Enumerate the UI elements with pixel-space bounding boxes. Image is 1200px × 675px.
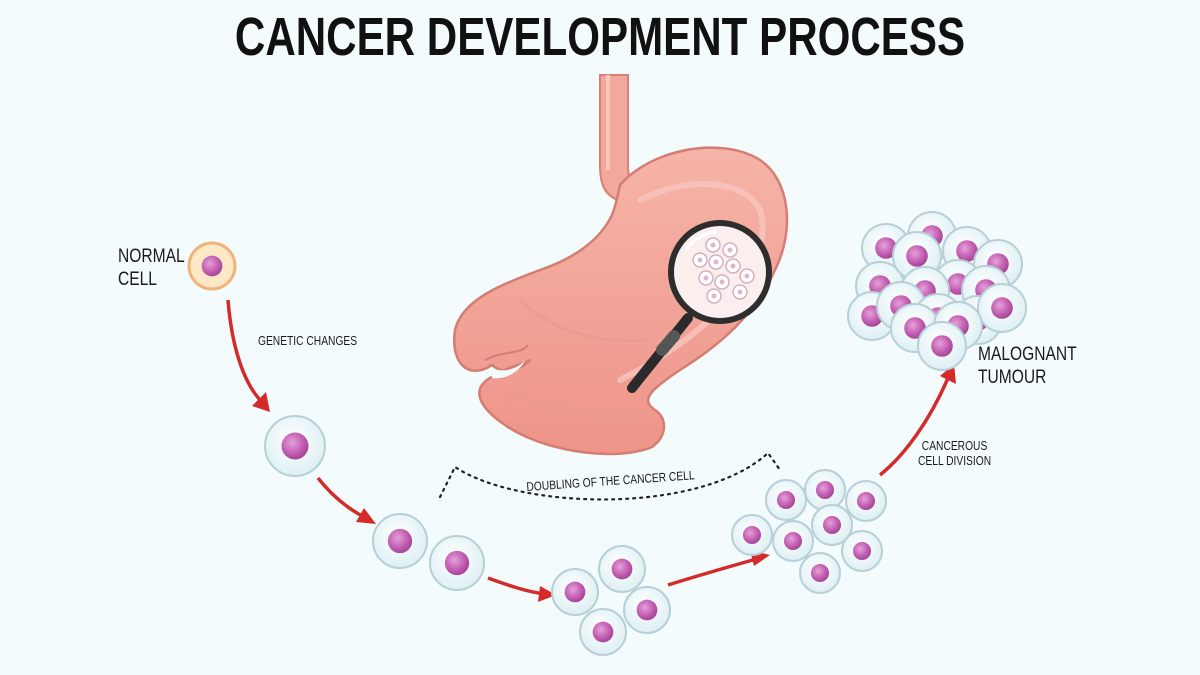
mutated-cell	[264, 415, 326, 477]
dividing-cell	[799, 552, 841, 594]
arrow-to-dividing	[667, 556, 761, 587]
dividing-cell	[731, 514, 773, 556]
page-title: CANCER DEVELOPMENT PROCESS	[234, 7, 966, 67]
divided-cell	[579, 608, 627, 656]
doubled-cell	[372, 513, 428, 569]
magnifying-glass-icon	[627, 220, 772, 393]
arrow-to-doubled	[316, 476, 367, 520]
dividing-cell	[765, 479, 807, 521]
dividing-cell	[841, 530, 883, 572]
arrow-genetic-changes	[226, 299, 264, 404]
divided-cell	[551, 568, 599, 616]
dividing-cell	[804, 469, 846, 511]
progression-arrows	[226, 299, 950, 596]
arrow-to-four	[487, 576, 546, 596]
divided-cell	[598, 545, 646, 593]
divided-cell	[623, 586, 671, 634]
dividing-cell	[811, 504, 853, 546]
tumour-cell	[977, 283, 1027, 333]
doubled-cell	[429, 535, 485, 591]
cells-layer	[187, 211, 1027, 656]
arrow-to-tumour	[878, 377, 950, 477]
tumour-cell	[917, 321, 967, 371]
genetic-changes-label: GENETIC CHANGES	[258, 334, 358, 348]
normal-cell	[187, 241, 237, 291]
dividing-cell	[772, 520, 814, 562]
dividing-cell	[845, 480, 887, 522]
doubling-brace	[438, 451, 782, 501]
